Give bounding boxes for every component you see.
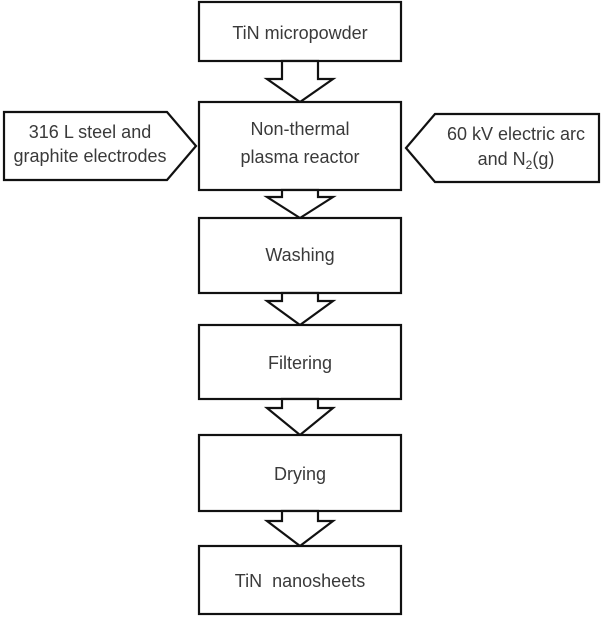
input-arrow-electrodes bbox=[2, 110, 198, 182]
step-box-reactor bbox=[197, 100, 403, 192]
step-label-reactor-line2: plasma reactor bbox=[240, 147, 359, 167]
step-label-reactor-line1: Non-thermal bbox=[250, 119, 349, 139]
step-label-filtering: Filtering bbox=[268, 353, 332, 373]
input-label-electric-arc-line1: 60 kV electric arc bbox=[447, 124, 585, 144]
step-box-filtering bbox=[197, 323, 403, 401]
step-box-output bbox=[197, 544, 403, 616]
step-label-drying: Drying bbox=[274, 464, 326, 484]
step-label-output: TiN nanosheets bbox=[235, 571, 365, 591]
step-box-drying bbox=[197, 433, 403, 513]
input-arrow-electric-arc bbox=[404, 112, 601, 184]
flow-arrow-1 bbox=[263, 59, 337, 104]
input-label-electrodes-line1: 316 L steel and bbox=[29, 122, 151, 142]
input-label-electric-arc-line2: and N2(g) bbox=[478, 149, 555, 172]
flow-arrow-5 bbox=[263, 509, 337, 548]
step-label-washing: Washing bbox=[265, 245, 334, 265]
input-label-electrodes-line2: graphite electrodes bbox=[13, 146, 166, 166]
step-box-input bbox=[197, 0, 403, 63]
step-label-input: TiN micropowder bbox=[232, 23, 367, 43]
flow-arrow-4 bbox=[263, 397, 337, 437]
flow-arrow-3 bbox=[263, 291, 337, 327]
flow-arrow-2 bbox=[263, 188, 337, 220]
